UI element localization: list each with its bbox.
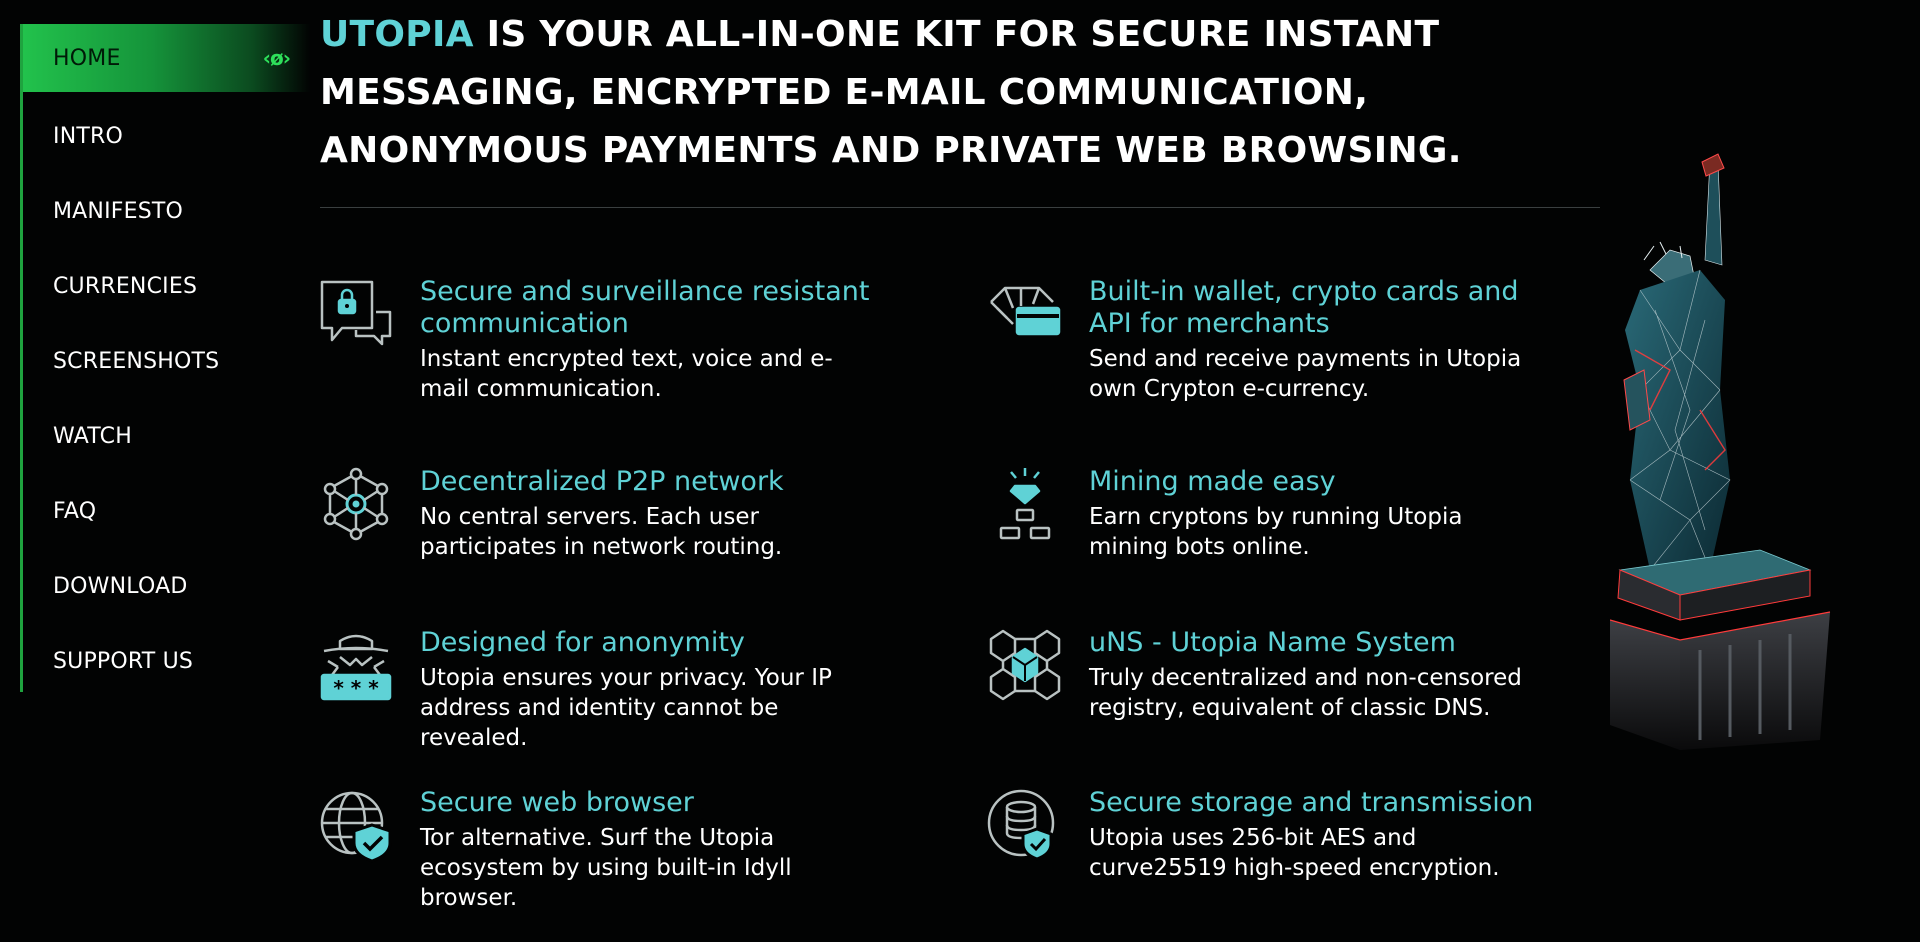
feature-title: Built-in wallet, crypto cards and API fo… bbox=[1089, 276, 1519, 339]
nav-item-label: HOME bbox=[53, 45, 121, 71]
feature-description: Instant encrypted text, voice and e-mail… bbox=[420, 346, 833, 402]
nav-item-home[interactable]: HOME ‹ø› bbox=[23, 24, 310, 92]
feature-title: Decentralized P2P network bbox=[420, 466, 784, 497]
sidebar-nav: HOME ‹ø› INTRO MANIFESTO CURRENCIES SCRE… bbox=[20, 24, 310, 692]
chat-lock-icon bbox=[318, 276, 394, 352]
nav-item-support-us[interactable]: SUPPORT US bbox=[23, 624, 310, 699]
anonymous-icon: * * * bbox=[318, 627, 394, 703]
nav-item-watch[interactable]: WATCH bbox=[23, 399, 310, 474]
nav-item-intro[interactable]: INTRO bbox=[23, 99, 310, 174]
nav-item-label: DOWNLOAD bbox=[53, 574, 188, 599]
feature-title: Designed for anonymity bbox=[420, 627, 745, 658]
feature-description: Truly decentralized and non-censored reg… bbox=[1089, 665, 1522, 721]
database-shield-icon bbox=[987, 787, 1063, 863]
wallet-card-icon bbox=[987, 276, 1063, 352]
nav-item-label: INTRO bbox=[53, 124, 123, 149]
globe-shield-icon bbox=[318, 787, 394, 863]
feature-description: No central servers. Each user participat… bbox=[420, 504, 783, 560]
feature-description: Send and receive payments in Utopia own … bbox=[1089, 346, 1522, 402]
nav-item-label: FAQ bbox=[53, 499, 97, 524]
nav-item-faq[interactable]: FAQ bbox=[23, 474, 310, 549]
nav-item-screenshots[interactable]: SCREENSHOTS bbox=[23, 324, 310, 399]
nav-item-label: MANIFESTO bbox=[53, 199, 184, 224]
nav-item-label: CURRENCIES bbox=[53, 274, 198, 299]
feature-description: Earn cryptons by running Utopia mining b… bbox=[1089, 504, 1463, 560]
feature-title: Mining made easy bbox=[1089, 466, 1336, 497]
svg-text:* * *: * * * bbox=[333, 676, 379, 700]
feature-item: uNS - Utopia Name System Truly decentral… bbox=[987, 627, 1547, 723]
nav-item-label: SCREENSHOTS bbox=[53, 349, 220, 374]
statue-illustration bbox=[1609, 150, 1910, 750]
feature-description: Tor alternative. Surf the Utopia ecosyst… bbox=[420, 825, 792, 911]
network-icon bbox=[318, 466, 394, 542]
feature-item: Mining made easy Earn cryptons by runnin… bbox=[987, 466, 1547, 562]
brand-name: UTOPIA bbox=[320, 14, 474, 55]
feature-item: Secure and surveillance resistant commun… bbox=[318, 276, 878, 404]
nav-item-manifesto[interactable]: MANIFESTO bbox=[23, 174, 310, 249]
headline-text: IS YOUR ALL-IN-ONE KIT FOR SECURE INSTAN… bbox=[320, 14, 1462, 171]
feature-item: Secure storage and transmission Utopia u… bbox=[987, 787, 1547, 883]
feature-title: Secure and surveillance resistant commun… bbox=[420, 276, 870, 339]
feature-item: Decentralized P2P network No central ser… bbox=[318, 466, 878, 562]
nav-item-label: SUPPORT US bbox=[53, 649, 194, 674]
feature-description: Utopia uses 256-bit AES and curve25519 h… bbox=[1089, 825, 1500, 881]
cubes-icon bbox=[987, 627, 1063, 703]
feature-item: * * * Designed for anonymity Utopia ensu… bbox=[318, 627, 878, 753]
feature-title: uNS - Utopia Name System bbox=[1089, 627, 1456, 658]
divider bbox=[320, 207, 1600, 208]
page-headline: UTOPIA IS YOUR ALL-IN-ONE KIT FOR SECURE… bbox=[320, 6, 1610, 180]
feature-item: Secure web browser Tor alternative. Surf… bbox=[318, 787, 878, 913]
utopia-logo-icon: ‹ø› bbox=[262, 46, 291, 70]
feature-title: Secure web browser bbox=[420, 787, 694, 818]
feature-description: Utopia ensures your privacy. Your IP add… bbox=[420, 665, 832, 751]
nav-item-currencies[interactable]: CURRENCIES bbox=[23, 249, 310, 324]
feature-item: Built-in wallet, crypto cards and API fo… bbox=[987, 276, 1547, 404]
nav-item-label: WATCH bbox=[53, 424, 132, 449]
mining-icon bbox=[987, 466, 1063, 542]
nav-item-download[interactable]: DOWNLOAD bbox=[23, 549, 310, 624]
feature-title: Secure storage and transmission bbox=[1089, 787, 1534, 818]
